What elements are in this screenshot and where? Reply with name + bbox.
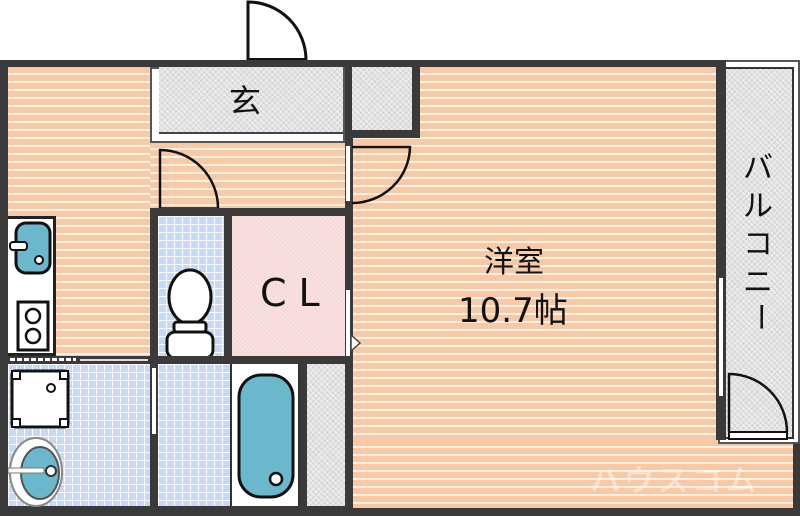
toilet-icon: [165, 268, 215, 360]
door-jamb: [345, 145, 351, 202]
balcony-label: バ ル コ ニ ー: [738, 150, 778, 332]
hall-floor: [150, 142, 348, 208]
western-room: [352, 67, 718, 508]
western-room-lower: [352, 440, 793, 508]
closet-door-arrow-icon: [350, 334, 362, 352]
wall-toilet-cl: [224, 208, 232, 360]
toilet-door-icon: [158, 148, 220, 215]
entrance-label: 玄: [229, 82, 262, 120]
washroom-door[interactable]: [152, 368, 156, 434]
wall-entrance-right: [345, 67, 353, 145]
closet-label: CL: [260, 271, 332, 315]
bath-anteroom: [158, 364, 230, 506]
washing-machine-icon: [10, 369, 70, 429]
bathtub-icon: [237, 373, 295, 499]
entrance: 玄: [159, 67, 343, 134]
balcony-char: コ: [743, 227, 773, 262]
storage: [307, 364, 345, 506]
balcony-char: ー: [741, 302, 776, 332]
wall-room-balcony: [716, 60, 726, 440]
room-door-icon: [351, 145, 412, 205]
wall-bath-storage: [300, 364, 307, 508]
balcony-window[interactable]: [719, 278, 723, 396]
balcony-door-icon: [727, 372, 789, 440]
balcony-char: ル: [743, 189, 773, 224]
wall-kitchen-wash: [8, 356, 352, 364]
balcony-char: ニ: [743, 265, 773, 300]
western-room-label: 洋室: [484, 245, 544, 280]
closet: CL: [232, 216, 345, 356]
front-door-icon: [246, 0, 308, 68]
balcony-char: バ: [743, 151, 773, 186]
kitchen-sink-icon: [9, 221, 52, 275]
watermark: ハウスコム: [590, 464, 760, 499]
washbasin-icon: [8, 437, 63, 507]
western-room-size: 10.7帖: [458, 291, 568, 331]
curtain-rail: [10, 358, 76, 361]
sliding-rail: [80, 359, 148, 361]
stove-icon: [16, 300, 50, 352]
wall-cl-top: [150, 208, 350, 216]
wall-wash-corridor: [150, 360, 158, 508]
closet-door[interactable]: [346, 290, 350, 356]
shoe-storage: [352, 67, 420, 138]
